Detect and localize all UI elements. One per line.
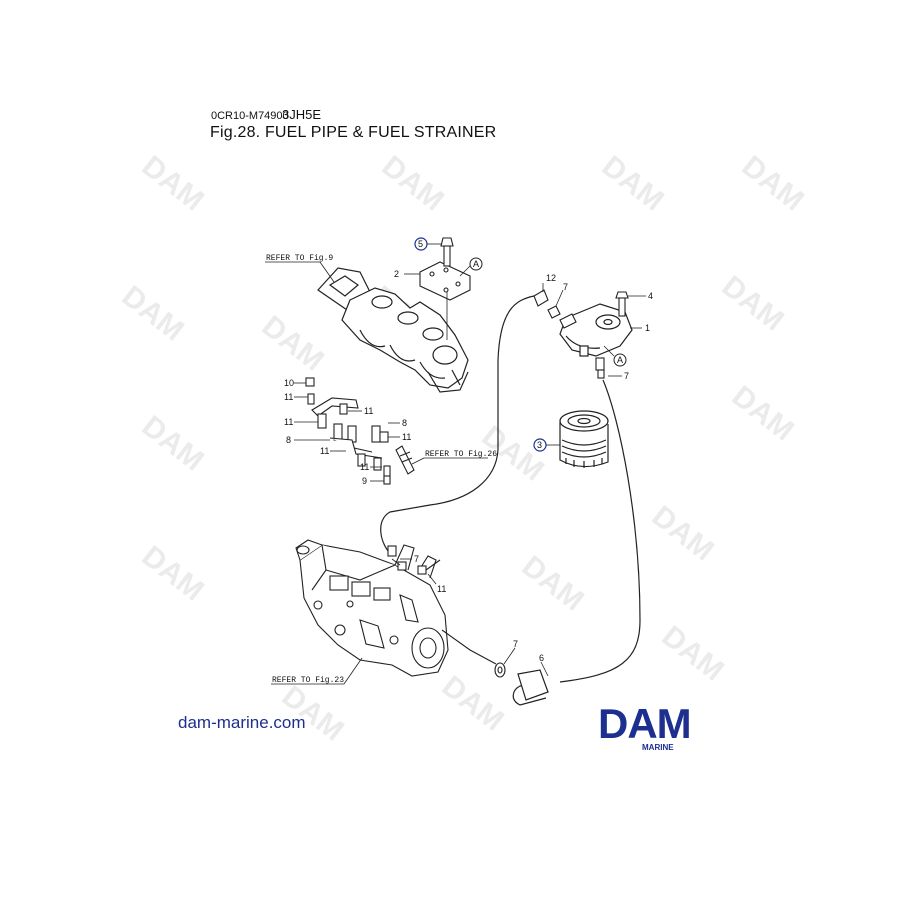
brand-subtitle: MARINE [642,743,674,752]
callout-11f: 11 [360,462,369,472]
callout-10: 10 [284,378,294,388]
ref-fig23-leader [343,657,363,685]
callout-8a: 8 [286,435,291,445]
ref-fig26-leader [411,457,425,465]
bolt-5 [440,237,454,267]
bolt-4 [615,291,629,317]
svg-text:DAM: DAM [136,540,210,608]
dam-logo-text: DAM [598,700,691,747]
svg-text:DAM: DAM [116,280,190,348]
callout-12: 12 [546,273,556,283]
callout-6: 6 [539,653,544,663]
ref-fig26-label: REFER TO Fig.26 [425,450,497,459]
callout-6-leader [540,661,549,677]
callout-5: 5 [418,239,423,249]
inlet-fitting [533,289,577,329]
injection-pump [295,539,497,677]
svg-text:DAM: DAM [256,310,330,378]
strainer-head [559,303,633,357]
mark-a2-leader [603,345,615,357]
svg-text:DAM: DAM [136,150,210,218]
leak-off-pipes [305,377,415,485]
watermark: DAM DAM DAM DAM DAM DAM DAM DAM DAM DAM … [116,150,810,748]
callout-7d: 7 [513,639,518,649]
outlet-fitting [595,357,605,379]
svg-text:DAM: DAM [376,150,450,218]
callout-11a: 11 [284,392,293,402]
callout-11g: 11 [437,584,446,594]
callout-8b: 8 [402,418,407,428]
callout-7c: 7 [414,554,419,564]
dam-logo: DAM [598,700,692,747]
mark-a-strainer [613,353,627,367]
pump-fittings [387,545,441,575]
svg-text:DAM: DAM [736,150,810,218]
svg-text:DAM: DAM [596,150,670,218]
callout-9: 9 [362,476,367,486]
mark-a-plate-label: A [473,259,479,269]
callout-11e: 11 [320,446,329,456]
hose-clip-bottom [494,662,506,678]
callout-1: 1 [645,323,650,333]
ref-fig9-label: REFER TO Fig.9 [266,254,333,263]
callout-7b: 7 [624,371,629,381]
callout-4: 4 [648,291,653,301]
callout-11b: 11 [284,417,293,427]
website-url: dam-marine.com [178,713,306,732]
svg-text:DAM: DAM [646,500,720,568]
svg-text:DAM: DAM [436,670,510,738]
callout-2: 2 [394,269,399,279]
svg-text:DAM: DAM [656,620,730,688]
svg-text:DAM: DAM [136,410,210,478]
callout-11g-leader [427,573,437,585]
mark-a-strainer-label: A [617,355,623,365]
document-code: 0CR10-M74900 [211,110,289,122]
engine-model: 3JH5E [282,107,322,122]
filter-element [559,410,609,468]
cover-plate [419,261,471,301]
callout-7a-leader [555,289,564,307]
callout-11d: 11 [402,432,411,442]
mark-a-plate [469,257,483,271]
fuel-hose-runs [380,295,641,706]
figure-title: Fig.28. FUEL PIPE & FUEL STRAINER [210,124,497,141]
ref-fig23-label: REFER TO Fig.23 [272,676,344,685]
svg-text:DAM: DAM [716,270,790,338]
callout-7d-leader [503,647,516,665]
callout-7a: 7 [563,282,568,292]
callout-7c-leader-a [391,558,401,566]
mark-a-leader [459,265,471,277]
svg-text:DAM: DAM [516,550,590,618]
svg-text:DAM: DAM [726,380,800,448]
callout-3: 3 [537,440,542,450]
callout-11c: 11 [364,406,373,416]
ref-fig9-leader-arm [319,261,335,283]
